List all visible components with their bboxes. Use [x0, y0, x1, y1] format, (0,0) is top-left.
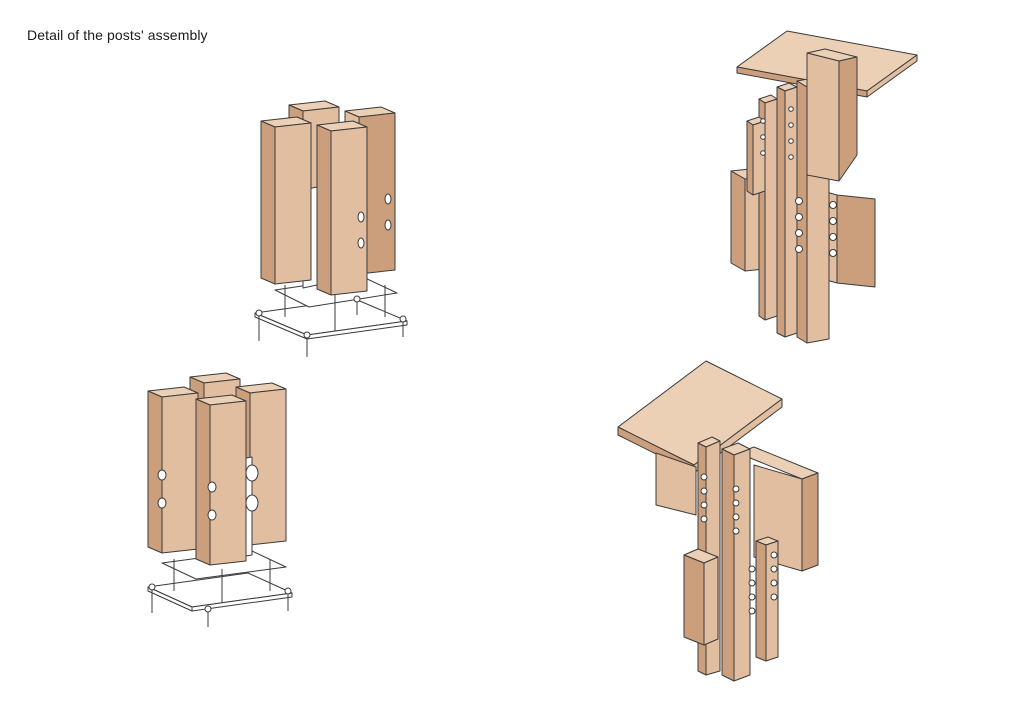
post-base-assembly-top: [254, 100, 408, 357]
post-beam-connection-bottom: [617, 360, 819, 682]
page-title: Detail of the posts' assembly: [27, 27, 208, 43]
post-beam-connection-top: [730, 30, 918, 344]
post-base-assembly-bottom: [147, 372, 293, 627]
